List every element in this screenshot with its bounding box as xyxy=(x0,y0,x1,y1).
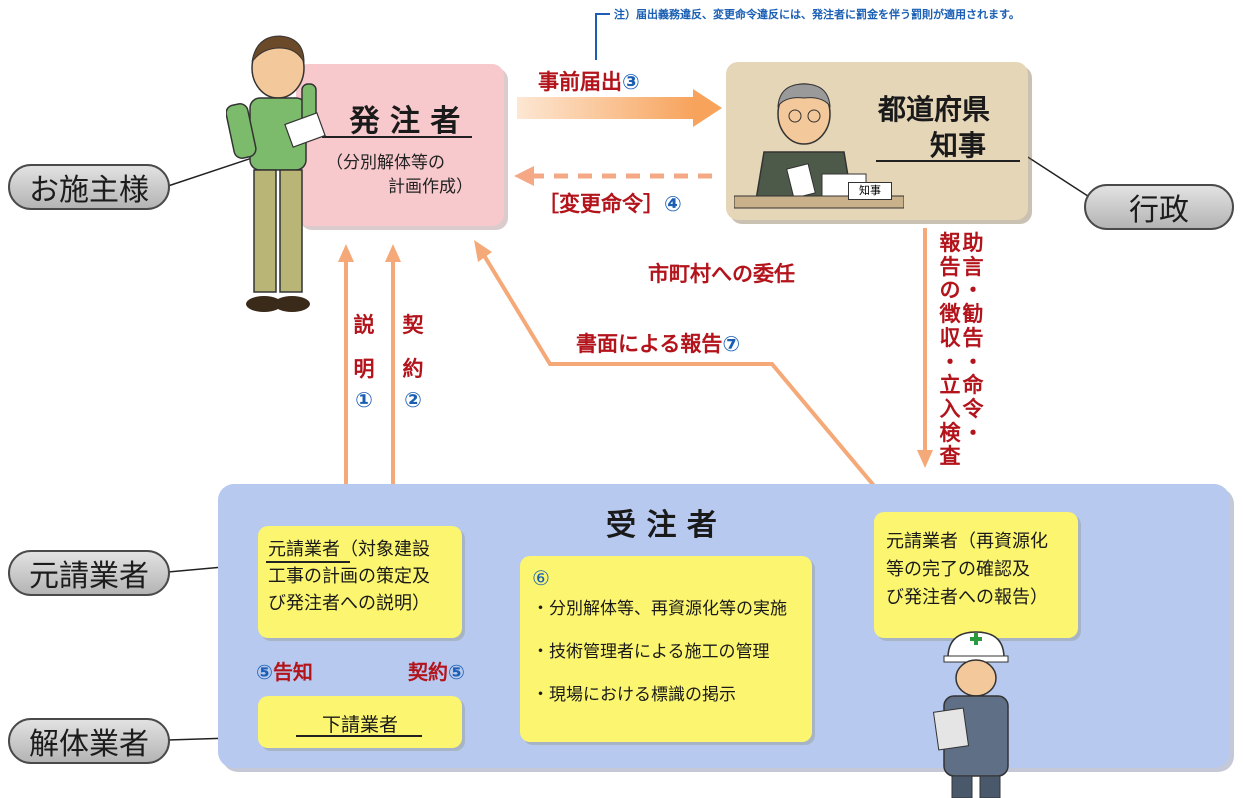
explain-arrow xyxy=(338,244,354,508)
orderer-title: 発 注 者 xyxy=(349,104,461,139)
note-bracket xyxy=(595,13,610,60)
prime-plan-line-3: び発注者への説明） xyxy=(268,593,430,614)
subcontractor-box: 下請業者 xyxy=(258,696,462,748)
penalty-note: 注）届出義務違反、変更命令違反には、発注者に罰金を伴う罰則が適用されます。 xyxy=(614,8,1020,21)
prime-plan-line-1: 元請業者（対象建設 xyxy=(268,539,430,560)
subcontract-number: ⑤ xyxy=(448,660,465,684)
admin-role-pill: 行政 xyxy=(1084,184,1234,230)
tasks-box: ⑥ ・分別解体等、再資源化等の実施 ・技術管理者による施工の管理 ・現場における… xyxy=(520,556,812,742)
change-order-label: ［変更命令］④ xyxy=(538,188,682,218)
subcontractor-label-underline xyxy=(296,735,422,737)
task-item-1: ・分別解体等、再資源化等の実施 xyxy=(532,599,787,619)
prior-notice-number: ③ xyxy=(622,70,640,94)
orderer-subtitle-2: 計画作成） xyxy=(388,177,473,197)
prime-confirm-box: 元請業者（再資源化 等の完了の確認及 び発注者への報告） xyxy=(874,512,1078,638)
explain-label: 説 明 ① xyxy=(351,310,377,415)
contract-char-1: 契 xyxy=(402,313,424,337)
change-order-arrow xyxy=(514,166,712,186)
task-item-2: ・技術管理者による施工の管理 xyxy=(532,642,770,662)
contractor-title: 受 注 者 xyxy=(606,508,717,543)
delegation-label: 市町村への委任 xyxy=(648,262,795,286)
explain-char-2: 明 xyxy=(353,357,375,382)
governor-title-line1: 都道府県 xyxy=(878,93,991,126)
tasks-number: ⑥ xyxy=(532,566,550,590)
client-person-illustration xyxy=(226,35,326,312)
contract-arrow xyxy=(385,244,401,508)
prior-notice-text: 事前届出 xyxy=(538,70,622,94)
orderer-title-underline xyxy=(322,136,472,138)
client-role-pill: お施主様 xyxy=(8,164,170,210)
prime-confirm-line-1: 元請業者（再資源化 xyxy=(886,531,1048,552)
written-report-number: ⑦ xyxy=(722,332,741,356)
prior-notice-label: 事前届出③ xyxy=(538,66,640,96)
orderer-box xyxy=(296,64,504,226)
change-order-number: ④ xyxy=(664,192,682,216)
prime-plan-line-2: 工事の計画の策定及 xyxy=(268,566,430,587)
subcontract-text: 契約 xyxy=(408,660,448,684)
subcontract-label: 契約⑤ xyxy=(408,656,465,685)
written-report-arrow xyxy=(474,240,898,514)
contract-number: ② xyxy=(404,387,422,412)
explain-number: ① xyxy=(355,387,373,412)
prime-plan-box: 元請業者（対象建設 工事の計画の策定及 び発注者への説明） xyxy=(258,526,462,638)
notify-number: ⑤ xyxy=(256,660,273,684)
prime-confirm-line-3: び発注者への報告） xyxy=(886,586,1048,608)
orderer-subtitle-1: （分別解体等の xyxy=(326,153,445,173)
admin-leader xyxy=(1019,151,1095,201)
prior-notice-arrow xyxy=(517,97,695,119)
demolition-contractor-role-pill: 解体業者 xyxy=(8,718,170,764)
admin-guidance-col1: 助 言 ・ 勧 告 ・ 命 令 ・ xyxy=(962,231,984,445)
worker-illustration xyxy=(932,631,1009,798)
prime-plan-underline xyxy=(266,561,350,563)
task-item-3: ・現場における標識の掲示 xyxy=(532,685,736,705)
change-order-text: ［変更命令］ xyxy=(538,192,664,216)
notify-label: ⑤告知 xyxy=(256,656,313,685)
contract-label: 契 約 ② xyxy=(400,310,426,415)
admin-guidance-arrow xyxy=(917,228,933,468)
notify-text: 告知 xyxy=(272,660,313,684)
prime-contractor-role-pill: 元請業者 xyxy=(8,550,170,596)
explain-char-1: 説 xyxy=(353,313,375,337)
governor-title-underline xyxy=(876,160,1020,162)
written-report-label: 書面による報告⑦ xyxy=(576,328,740,358)
prime-confirm-line-2: 等の完了の確認及 xyxy=(886,558,1030,580)
governor-title-line2: 知事 xyxy=(930,129,987,162)
written-report-text: 書面による報告 xyxy=(576,332,723,356)
governor-desk-sign: 知事 xyxy=(848,182,892,200)
admin-guidance-col2: 報 告 の 徴 収 ・ 立 入 検 査 xyxy=(939,231,961,469)
subcontractor-label: 下請業者 xyxy=(321,714,398,736)
contract-char-2: 約 xyxy=(402,357,424,382)
